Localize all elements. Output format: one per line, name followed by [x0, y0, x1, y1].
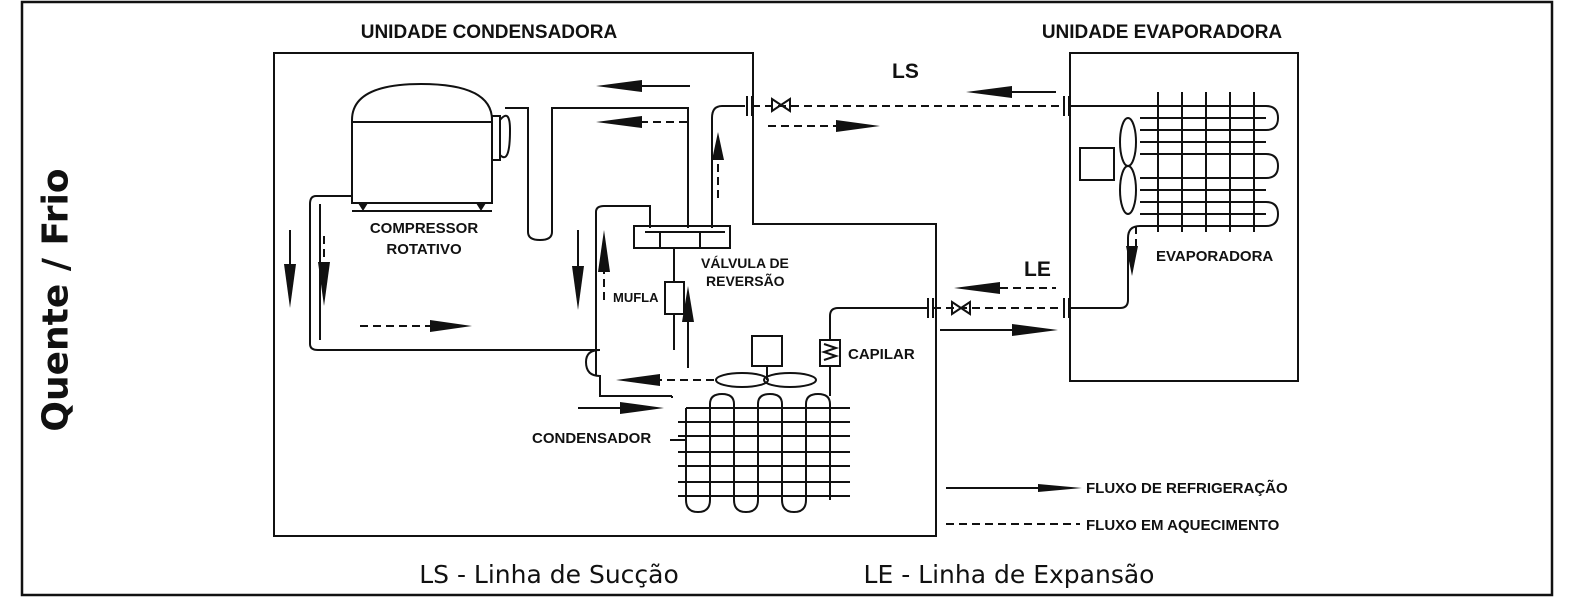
- capillary: [819, 339, 841, 367]
- valve-label-1: VÁLVULA DE: [701, 255, 789, 271]
- legend-heating: FLUXO EM AQUECIMENTO: [1086, 517, 1280, 534]
- evaporating-unit-box: [1069, 52, 1299, 382]
- suction-return-pipe: [309, 195, 600, 351]
- evaporator-fan: [1119, 117, 1137, 215]
- valve-label-2: REVERSÃO: [706, 272, 785, 289]
- suction-line-tag: LS: [892, 60, 919, 83]
- valve-top-pipe: [711, 105, 745, 228]
- outer-border: [20, 0, 1554, 597]
- muffler-loop-pipe: [584, 349, 672, 397]
- evaporator-label: EVAPORADORA: [1156, 248, 1273, 265]
- evaporator-fan-motor: [1079, 147, 1115, 181]
- expansion-line-tag: LE: [1024, 258, 1051, 281]
- muffler-label: MUFLA: [613, 290, 659, 305]
- flow-arrows: [284, 80, 1138, 414]
- legend-cooling: FLUXO DE REFRIGERAÇÃO: [1086, 479, 1288, 497]
- compressor-label-1: COMPRESSOR: [370, 220, 479, 237]
- legend: [946, 484, 1082, 525]
- condenser-fan: [715, 366, 817, 388]
- reversing-valve: [633, 225, 731, 249]
- discharge-pipe: [505, 107, 689, 242]
- caption-suction: LS - Linha de Sucção: [419, 560, 679, 589]
- caption-expansion: LE - Linha de Expansão: [864, 560, 1155, 589]
- compressor-label-2: ROTATIVO: [386, 241, 462, 258]
- condenser-fan-motor: [751, 335, 783, 367]
- condensing-unit-title: UNIDADE CONDENSADORA: [361, 22, 618, 43]
- condensing-unit-box: [273, 52, 937, 537]
- condenser-label: CONDENSADOR: [532, 430, 651, 447]
- evaporator-coil: [1069, 92, 1280, 309]
- evaporating-unit-title: UNIDADE EVAPORADORA: [1042, 22, 1283, 43]
- capillary-pipe: [829, 307, 928, 396]
- muffler: [664, 281, 685, 315]
- condenser-coil: [671, 392, 850, 514]
- compressor: [351, 82, 512, 212]
- capillary-label: CAPILAR: [848, 346, 915, 363]
- valve-left-pipe: [595, 205, 651, 376]
